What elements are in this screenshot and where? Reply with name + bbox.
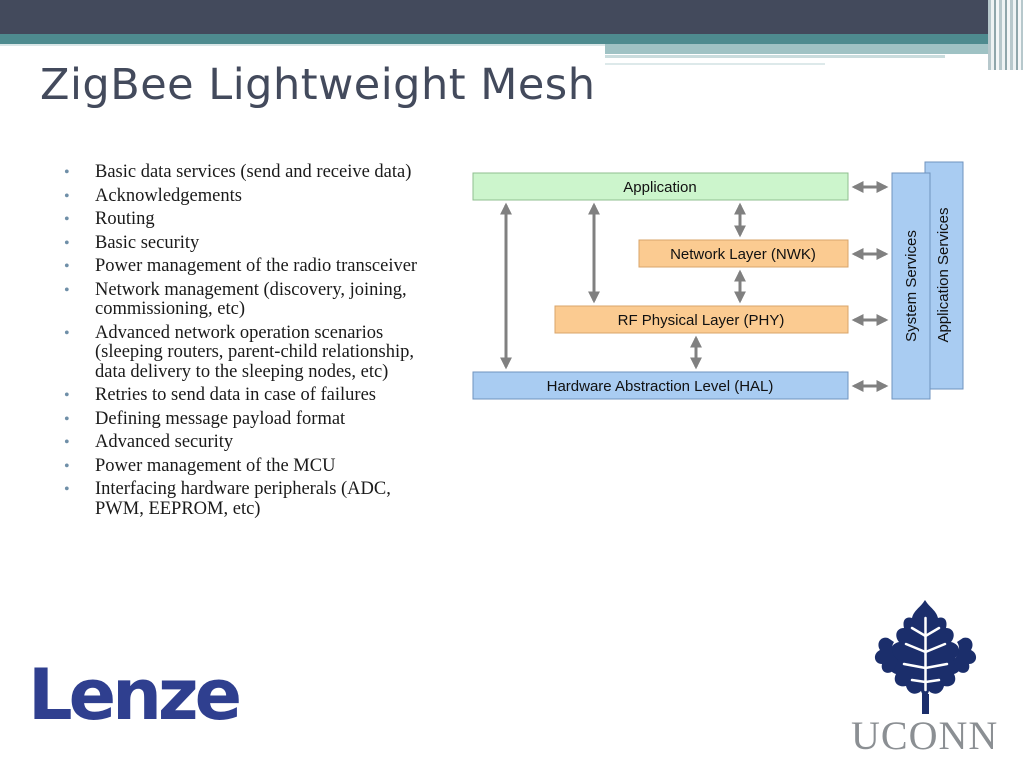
bullet-item: Interfacing hardware peripherals (ADC, P… (62, 479, 442, 519)
hal-layer-label: Hardware Abstraction Level (HAL) (547, 378, 774, 395)
bullet-item: Basic security (62, 233, 442, 254)
header-rule (605, 55, 945, 58)
header-rule (0, 44, 605, 46)
bullet-item: Advanced network operation scenarios (sl… (62, 323, 442, 383)
bullet-item: Retries to send data in case of failures (62, 385, 442, 406)
application-services-bar (924, 161, 964, 390)
header-stripes (988, 0, 1023, 70)
slide-title: ZigBee Lightweight Mesh (40, 60, 596, 110)
system-services-label: System Services (903, 230, 920, 342)
header-rule (605, 63, 825, 65)
bullet-item: Basic data services (send and receive da… (62, 162, 442, 183)
bullet-item: Acknowledgements (62, 186, 442, 207)
application-layer-label: Application (623, 179, 696, 196)
bullet-item: Network management (discovery, joining, … (62, 280, 442, 320)
uconn-logo-text: UCONN (851, 713, 999, 758)
lenze-logo: Lenze (28, 654, 242, 736)
bullet-list: Basic data services (send and receive da… (62, 162, 442, 523)
phy-layer-box (554, 305, 849, 334)
system-services-bar (891, 172, 931, 400)
header-band-dark (0, 0, 1023, 34)
application-services-label: Application Services (935, 207, 952, 342)
bullet-item: Advanced security (62, 432, 442, 453)
uconn-oak-leaf-icon (874, 600, 977, 714)
network-layer-label: Network Layer (NWK) (670, 246, 816, 263)
architecture-diagram: Application Services System Services App… (472, 161, 964, 400)
header-band-teal (0, 34, 1023, 44)
header-band-light (605, 44, 1023, 54)
bullet-item: Routing (62, 209, 442, 230)
network-layer-box (638, 239, 849, 268)
bullet-item: Power management of the radio transceive… (62, 256, 442, 277)
bullet-item: Defining message payload format (62, 409, 442, 430)
application-layer-box (472, 172, 849, 201)
bullet-item: Power management of the MCU (62, 456, 442, 477)
hal-layer-box (472, 371, 849, 400)
phy-layer-label: RF Physical Layer (PHY) (618, 312, 785, 329)
